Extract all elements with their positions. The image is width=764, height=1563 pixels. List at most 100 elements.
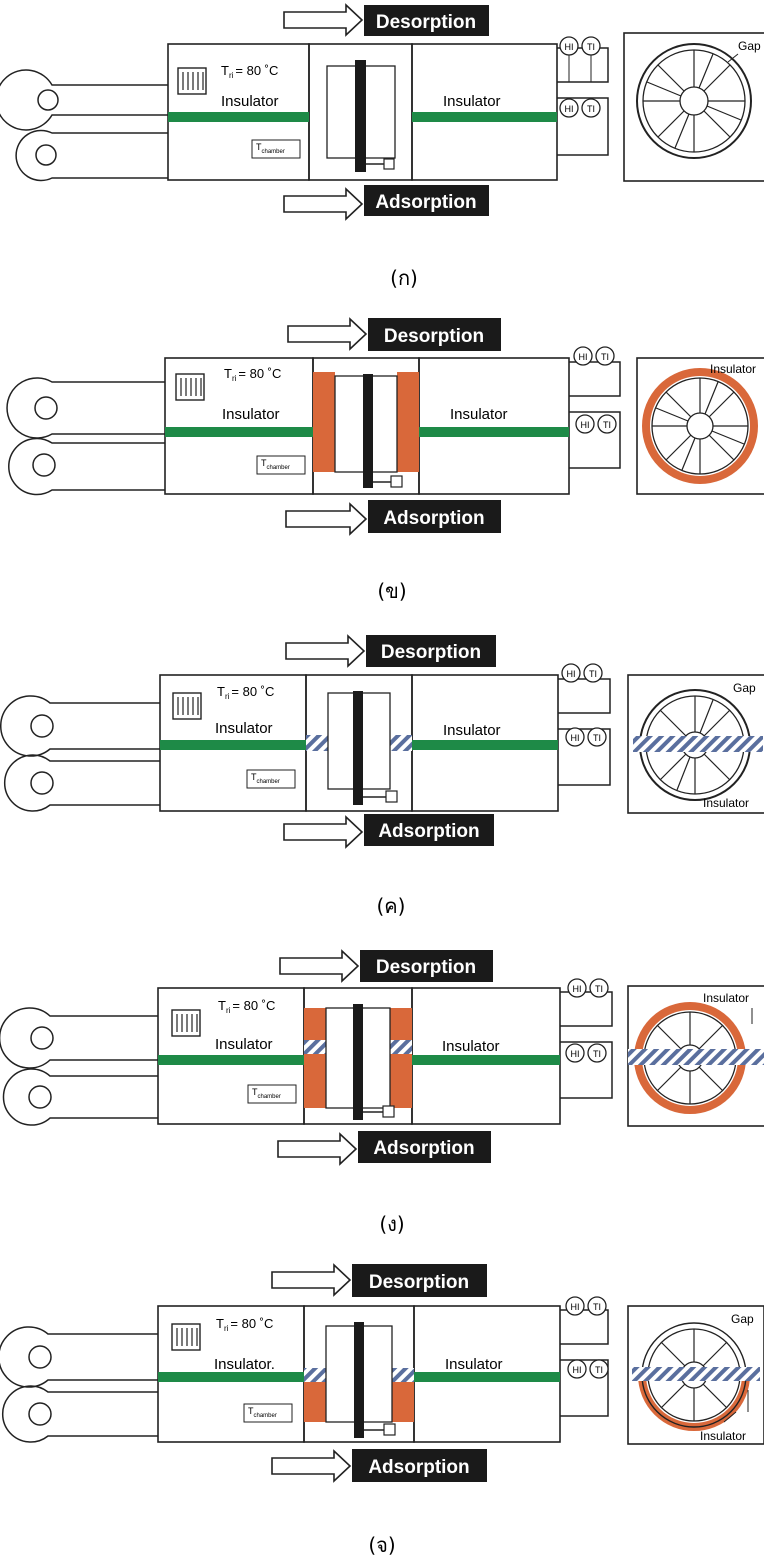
- desorption-arrow-icon: [271, 1263, 352, 1297]
- rotor-wheel-icon: [632, 1322, 760, 1431]
- panel-e: Desorption Tri= 80 ˚C Insulator. Insulat…: [0, 1263, 764, 1557]
- rotor-shaft: [355, 60, 366, 172]
- fan-icon: [0, 1007, 158, 1069]
- insulator-label-left: Insulator: [215, 1036, 273, 1053]
- svg-text:TI: TI: [601, 352, 609, 362]
- temperature-indicator-icon: TI: [587, 727, 607, 747]
- insulation-block-right: [392, 1382, 414, 1422]
- insulation-block-left: [304, 1382, 326, 1422]
- temp-label: Tri= 80 ˚C: [221, 63, 278, 80]
- insulation-block-right: [397, 372, 419, 472]
- desorption-label: Desorption: [369, 1272, 469, 1293]
- svg-text:HI: HI: [579, 352, 588, 362]
- adsorption-label: Adsorption: [375, 192, 476, 213]
- desorption-label: Desorption: [384, 326, 484, 347]
- chamber-sensor-label: Tchamber: [261, 458, 290, 471]
- chamber-sensor-label: Tchamber: [256, 142, 285, 155]
- hatched-insulator-right: [390, 735, 412, 751]
- heater-icon: [171, 1323, 201, 1351]
- adsorption-banner: [368, 500, 501, 533]
- svg-text:HI: HI: [565, 42, 574, 52]
- svg-text:TI: TI: [587, 104, 595, 114]
- humidity-indicator-icon: HI: [565, 1043, 585, 1063]
- wheel-label-top: Gap: [738, 39, 761, 53]
- rotor-shaft: [353, 691, 363, 805]
- adsorption-label: Adsorption: [378, 821, 479, 842]
- rotor-shaft: [354, 1322, 364, 1438]
- svg-text:TI: TI: [587, 42, 595, 52]
- humidity-indicator-icon: HI: [567, 978, 587, 998]
- humidity-indicator-icon: HI: [565, 727, 585, 747]
- svg-text:HI: HI: [565, 104, 574, 114]
- desorption-arrow-icon: [283, 3, 364, 37]
- panel-caption: (ค): [377, 894, 406, 918]
- desorption-banner: [352, 1264, 487, 1297]
- insulator-label-left: Insulator: [222, 406, 280, 423]
- insulator-bar-right: [412, 740, 558, 750]
- fan-icon: [0, 695, 160, 757]
- temp-label: Tri= 80 ˚C: [224, 366, 281, 383]
- insulation-block-right: [390, 1008, 412, 1108]
- svg-text:TI: TI: [595, 984, 603, 994]
- hatched-insulator-left: [304, 1368, 326, 1382]
- adsorption-arrow-icon: [285, 502, 368, 536]
- fan-icon: [0, 69, 168, 131]
- panel-caption: (ข): [377, 579, 406, 603]
- panel-c: Desorption Tri= 80 ˚C Insulator Insulato…: [0, 634, 764, 918]
- hatched-insulator-left: [304, 1040, 326, 1054]
- rotor-wheel-icon: [628, 1002, 764, 1114]
- fan-icon: [2, 1068, 158, 1126]
- adsorption-banner: [364, 185, 489, 216]
- desorption-arrow-icon: [279, 949, 360, 983]
- insulator-bar-left: [158, 1372, 304, 1382]
- hatched-insulator-right: [392, 1368, 414, 1382]
- svg-text:TI: TI: [589, 669, 597, 679]
- hatched-insulator-right: [390, 1040, 412, 1054]
- svg-text:HI: HI: [573, 984, 582, 994]
- insulator-label-left: Insulator: [221, 93, 279, 110]
- humidity-indicator-icon: HI: [559, 98, 579, 118]
- svg-text:HI: HI: [567, 669, 576, 679]
- fan-icon: [15, 129, 168, 182]
- insulator-bar-right: [414, 1372, 560, 1382]
- humidity-indicator-icon: HI: [561, 663, 581, 683]
- insulator-bar-left: [158, 1055, 304, 1065]
- chamber-sensor-label: Tchamber: [248, 1406, 277, 1419]
- wheel-label-bottom: Insulator: [700, 1429, 746, 1443]
- temperature-indicator-icon: TI: [595, 346, 615, 366]
- humidity-indicator-icon: HI: [567, 1359, 587, 1379]
- adsorption-label: Adsorption: [383, 508, 484, 529]
- insulator-bar-left: [168, 112, 309, 122]
- panel-a: Desorption Tri= 80 ˚C Insulator Insulato…: [0, 3, 764, 290]
- humidity-indicator-icon: HI: [565, 1296, 585, 1316]
- heater-icon: [177, 67, 207, 95]
- chamber-sensor: [246, 769, 296, 789]
- panel-b: Desorption Tri= 80 ˚C Insulator Insulato…: [6, 317, 764, 603]
- wheel-label-top: Insulator: [710, 362, 756, 376]
- adsorption-label: Adsorption: [373, 1138, 474, 1159]
- desorption-arrow-icon: [285, 634, 366, 668]
- heater-icon: [171, 1009, 201, 1037]
- chamber-sensor: [251, 139, 301, 159]
- temperature-indicator-icon: TI: [583, 663, 603, 683]
- hatched-insulator-left: [306, 735, 328, 751]
- panel-d: Desorption Tri= 80 ˚C Insulator Insulato…: [0, 949, 764, 1236]
- humidity-indicator-icon: HI: [573, 346, 593, 366]
- chamber-sensor: [256, 455, 306, 475]
- adsorption-arrow-icon: [277, 1132, 358, 1166]
- insulation-block-left: [313, 372, 335, 472]
- temp-label: Tri= 80 ˚C: [216, 1316, 273, 1333]
- insulator-bar-left: [165, 427, 313, 437]
- humidity-indicator-icon: HI: [575, 414, 595, 434]
- insulator-label-right: Insulator: [443, 93, 501, 110]
- desorption-arrow-icon: [287, 317, 368, 351]
- insulation-block-left: [304, 1008, 326, 1108]
- wheel-label-bottom: Insulator: [703, 796, 749, 810]
- insulator-label-left: Insulator.: [214, 1356, 275, 1373]
- wheel-label-top: Gap: [731, 1312, 754, 1326]
- chamber-sensor: [247, 1084, 297, 1104]
- adsorption-arrow-icon: [271, 1449, 352, 1483]
- rotor-shaft: [353, 1004, 363, 1120]
- adsorption-banner: [364, 814, 494, 846]
